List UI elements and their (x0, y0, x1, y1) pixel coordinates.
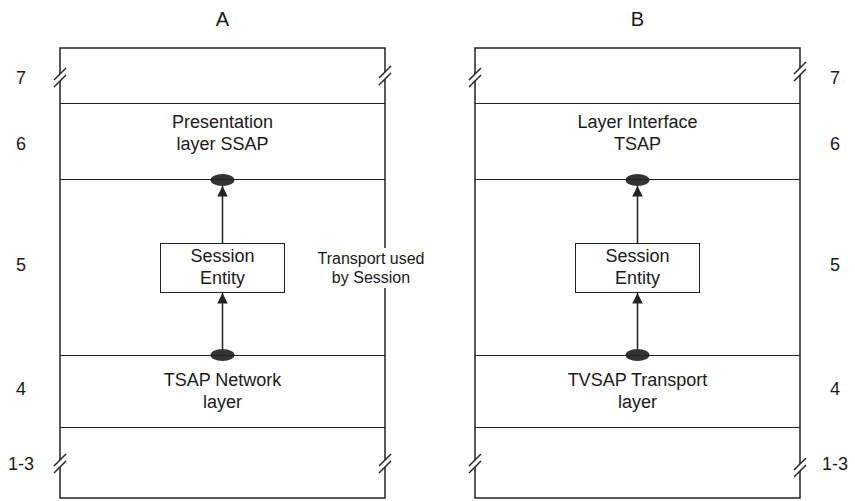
annotation-label: Transport used by Session (312, 248, 430, 288)
layer-number: 7 (16, 68, 26, 90)
node-text: Session Entity (593, 246, 683, 289)
layer-number: 4 (830, 379, 840, 401)
layer-number: 4 (16, 379, 26, 401)
break-mark (469, 454, 481, 473)
layer-number: 1-3 (822, 454, 848, 476)
break-mark (379, 66, 391, 85)
node-text: TVSAP Transport layer (559, 370, 717, 413)
stack-heading: B (475, 7, 800, 31)
layer-band: Presentation layer SSAP (60, 103, 385, 180)
break-mark (54, 68, 66, 87)
layer-number: 5 (16, 255, 26, 277)
break-mark (379, 454, 391, 473)
stack-outline (475, 48, 800, 498)
entity-box: Session Entity (575, 243, 700, 293)
layer-number: 1-3 (8, 454, 34, 476)
flow-arrow (222, 186, 224, 243)
layer-band: Layer Interface TSAP (475, 103, 800, 180)
layer-number: 6 (830, 134, 840, 156)
node-text: TSAP Network layer (153, 370, 293, 413)
stack-heading: A (60, 7, 385, 31)
node-text: Layer Interface TSAP (568, 112, 708, 155)
node-text: Presentation layer SSAP (153, 112, 293, 155)
layer-band: TVSAP Transport layer (475, 355, 800, 428)
break-mark (54, 454, 66, 473)
access-point-symbol (211, 174, 235, 186)
entity-box: Session Entity (160, 243, 285, 293)
protocol-stack: BLayer Interface TSAPSession EntityTVSAP… (475, 48, 800, 498)
access-point-symbol (626, 174, 650, 186)
layer-number: 6 (16, 134, 26, 156)
break-mark (794, 62, 806, 81)
layer-band: TSAP Network layer (60, 355, 385, 428)
layer-number: 7 (830, 68, 840, 90)
break-mark (469, 68, 481, 87)
flow-arrow (637, 293, 639, 349)
node-text: Session Entity (178, 246, 268, 289)
break-mark (794, 458, 806, 477)
layer-number: 5 (830, 255, 840, 277)
flow-arrow (222, 293, 224, 349)
flow-arrow (637, 186, 639, 243)
